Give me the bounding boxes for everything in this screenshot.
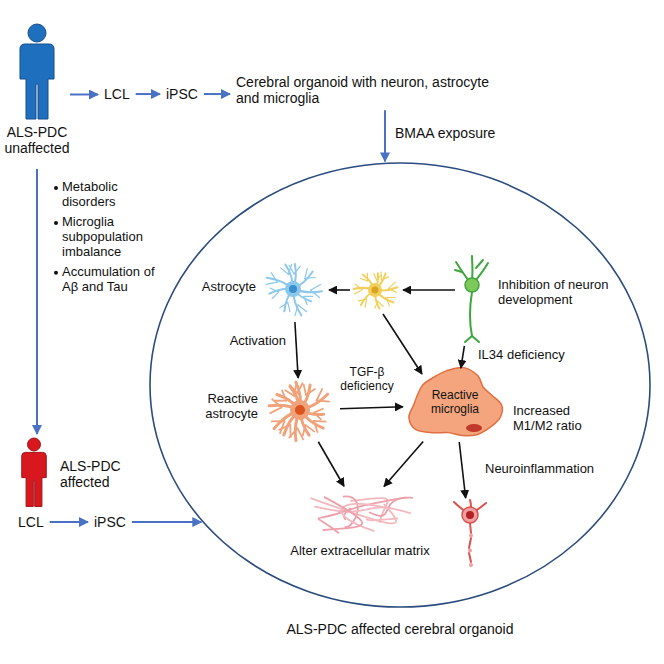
node-label: Cerebral organoid with neuron, astrocyte…	[236, 74, 510, 106]
node-label: Astrocyte	[176, 280, 256, 295]
node-label: LCL	[104, 86, 130, 102]
bullet-dot	[54, 221, 58, 225]
astrocyte-cell: Astrocyte	[260, 258, 326, 320]
flow-arrow	[36, 169, 38, 434]
step-text: LCL	[14, 512, 48, 532]
flow-arrow	[295, 322, 298, 378]
step-text: LCL	[100, 84, 134, 104]
flow-arrow	[132, 521, 201, 523]
node-label: LCL	[18, 514, 44, 530]
node-label: Reactive astrocyte	[176, 392, 258, 422]
person-icon	[20, 24, 54, 119]
node-label: ALS-PDC unaffected	[0, 124, 74, 156]
bullet-note: Microglia subpopulation imbalance	[62, 215, 164, 260]
bullet-note: Metabolic disorders	[62, 180, 164, 210]
node-label: ALS-PDC affected cerebral organoid	[230, 621, 570, 637]
neuron-cell: Inhibition of neuron development	[450, 252, 494, 344]
extracellular-matrix: Alter extracellular matrix	[300, 488, 420, 540]
node-label: iPSC	[166, 86, 198, 102]
person-icon	[22, 438, 46, 506]
node-label: Neuroinflammation	[485, 462, 611, 477]
flow-arrow	[459, 442, 465, 498]
step-text: iPSC	[162, 84, 202, 104]
reactive-astrocyte-drawing	[269, 382, 329, 440]
cell-arrow	[403, 289, 455, 291]
microglia-drawing	[409, 367, 502, 435]
flow-arrow	[384, 442, 423, 487]
flow-arrow	[384, 110, 386, 161]
neuron-drawing	[455, 256, 488, 342]
edge-label: TGF-β deficiency	[336, 366, 398, 394]
astrocyte-drawing	[266, 264, 322, 316]
edge-label: Activation	[200, 334, 286, 349]
flow-arrow	[204, 93, 230, 95]
flow-arrow	[136, 93, 160, 95]
flow-arrow	[318, 442, 344, 487]
node-label: Reactive microglia	[421, 389, 489, 417]
organoid-outline	[150, 163, 650, 607]
cell-arrow	[329, 289, 350, 291]
node-label: Inhibition of neuron development	[498, 278, 622, 308]
step-text: Cerebral organoid with neuron, astrocyte…	[232, 72, 514, 108]
microglia-cell: Reactive microgliaIncreased M1/M2 ratio	[405, 370, 505, 440]
node-label: Alter extracellular matrix	[270, 544, 450, 559]
bullet-note: Accumulation of Aβ and Tau	[62, 265, 164, 295]
matrix-tangle	[311, 496, 414, 533]
bullet-dot	[54, 186, 58, 190]
flow-arrow	[461, 346, 465, 368]
damaged-neuron-drawing	[454, 500, 486, 567]
organoid-ellipse: ALS-PDC affected cerebral organoidAstroc…	[150, 163, 650, 607]
node-label: iPSC	[94, 514, 126, 530]
node-label: Increased M1/M2 ratio	[513, 404, 611, 434]
bullet-dot	[54, 271, 58, 275]
person-figure: ALS-PDC unaffected	[6, 22, 68, 167]
flow-arrow	[340, 407, 403, 409]
node-label: ALS-PDC affected	[60, 458, 134, 490]
step-text: iPSC	[90, 512, 130, 532]
reactive-astrocyte-cell: Reactive astrocyte	[262, 380, 338, 440]
edge-label: BMAA exposure	[395, 125, 507, 141]
glial-precursor-drawing	[354, 272, 398, 308]
flow-arrow	[70, 94, 98, 96]
cell-arrow	[383, 314, 422, 374]
person-figure: ALS-PDC affected	[8, 436, 60, 512]
flow-arrow	[50, 521, 88, 523]
edge-label: IL34 deficiency	[478, 348, 582, 363]
damaged-neuron-cell: Neuroinflammation	[445, 500, 495, 572]
